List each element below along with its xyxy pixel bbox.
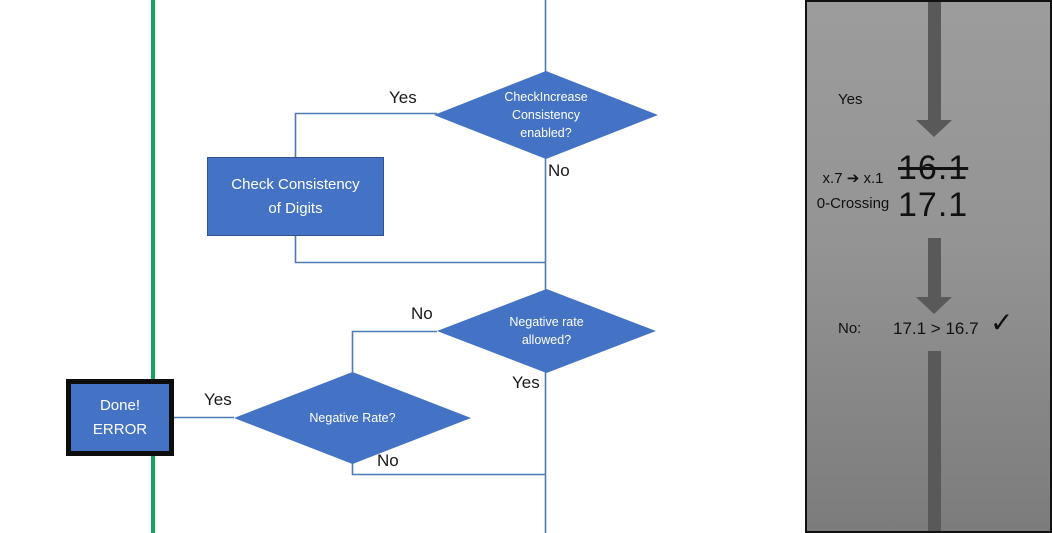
check-icon: ✓ (990, 307, 1014, 338)
arrow-down-icon (928, 2, 941, 120)
label-no-negative-allowed: No (411, 304, 433, 323)
panel-new-value: 17.1 (898, 186, 969, 224)
example-side-panel: Yes x.7 ➔ x.1 0-Crossing 16.1 17.1 No: 1… (805, 0, 1052, 533)
panel-result-comparison: 17.1 > 16.7 (893, 319, 979, 338)
panel-old-value-strikethrough: 16.1 (898, 149, 969, 187)
label-no-negative-rate: No (377, 451, 399, 470)
label-yes-negative-allowed: Yes (512, 373, 540, 392)
arrow-down-head-icon (916, 297, 952, 314)
arrow-down-icon (928, 238, 941, 297)
label-yes-negative-rate: Yes (204, 390, 232, 409)
arrow-down-shaft-icon (928, 351, 941, 531)
arrow-down-head-icon (916, 120, 952, 137)
process-check-consistency-of-digits: Check Consistency of Digits (207, 157, 384, 236)
panel-rule-text: x.7 ➔ x.1 0-Crossing (816, 170, 890, 212)
panel-result-no-label: No: (838, 320, 862, 337)
panel-yes-label: Yes (838, 91, 863, 108)
green-guide-line (151, 0, 155, 533)
label-no-check-increase: No (548, 161, 570, 180)
label-yes-check-increase: Yes (389, 88, 417, 107)
terminal-done-error: Done! ERROR (66, 379, 174, 456)
